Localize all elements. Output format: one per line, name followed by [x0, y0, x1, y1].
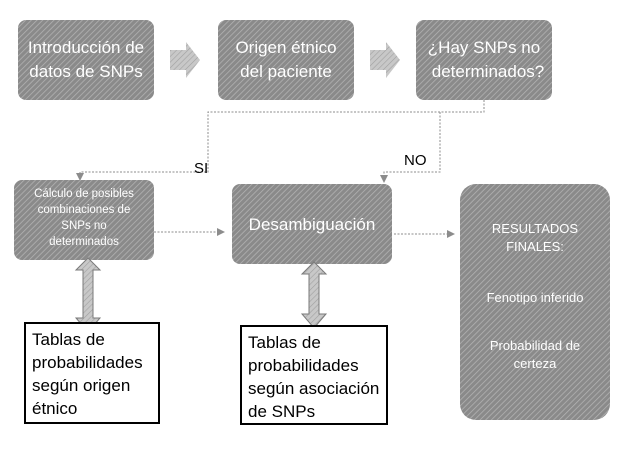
box-origen-etnico: Origen étnico del paciente	[218, 20, 354, 100]
box-hay-line2: determinados?	[432, 62, 544, 81]
fenotipo-text: Fenotipo inferido	[487, 290, 584, 305]
connector-lines	[76, 100, 485, 238]
table-origen-line1: Tablas de	[32, 330, 105, 349]
label-si: SI	[194, 160, 209, 177]
table-origen-line4: étnico	[32, 399, 78, 418]
resultados-line2: FINALES:	[506, 239, 564, 254]
box-introduccion-line2: datos de SNPs	[29, 62, 142, 81]
table-box-origen: Tablas de probabilidades según origen ét…	[24, 322, 160, 424]
table-asociacion-line2: probabilidades	[248, 356, 359, 375]
box-calculo: Cálculo de posibles combinaciones de SNP…	[14, 180, 154, 260]
box-calculo-line3: SNPs no	[61, 220, 106, 232]
box-introduccion: Introducción de datos de SNPs	[18, 20, 154, 100]
box-hay-snps: ¿Hay SNPs no determinados?	[416, 20, 552, 100]
box-origen-line2: del paciente	[240, 62, 332, 81]
box-origen-line1: Origen étnico	[235, 38, 336, 57]
probabilidad-line1: Probabilidad de	[490, 338, 580, 353]
box-desambiguacion: Desambiguación	[232, 184, 392, 264]
double-arrow-middle	[300, 261, 328, 329]
block-arrow-1	[170, 42, 200, 78]
block-arrow-2	[370, 42, 400, 78]
box-hay-line1: ¿Hay SNPs no	[428, 38, 540, 57]
box-calculo-line2: combinaciones de	[38, 204, 131, 216]
probabilidad-line2: certeza	[514, 356, 557, 371]
box-desambiguacion-label: Desambiguación	[249, 215, 376, 234]
resultados-line1: RESULTADOS	[492, 221, 579, 236]
table-asociacion-line1: Tablas de	[248, 333, 321, 352]
box-calculo-line4: determinados	[49, 236, 119, 248]
box-resultados: RESULTADOS FINALES: Fenotipo inferido Pr…	[460, 184, 610, 420]
label-no: NO	[404, 152, 427, 169]
table-box-asociacion: Tablas de probabilidades según asociació…	[240, 325, 388, 425]
box-calculo-line1: Cálculo de posibles	[34, 188, 134, 200]
table-asociacion-line3: según asociación	[248, 379, 380, 398]
double-arrow-left	[74, 257, 102, 333]
box-introduccion-line1: Introducción de	[28, 38, 144, 57]
table-origen-line2: probabilidades	[32, 353, 143, 372]
table-asociacion-line4: de SNPs	[248, 402, 316, 421]
table-origen-line3: según origen	[32, 376, 131, 395]
